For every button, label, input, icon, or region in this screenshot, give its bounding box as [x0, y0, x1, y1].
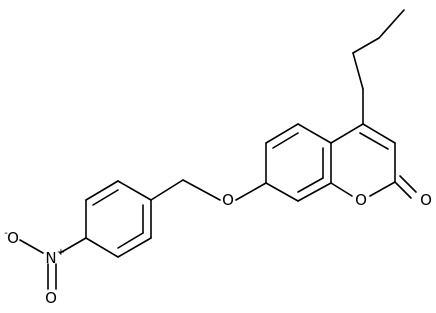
bond-nitrogen-oxygen-top	[19, 239, 44, 254]
ether-linkage	[150, 179, 267, 201]
bond-ar-4	[85, 237, 119, 258]
nitro-group	[19, 237, 87, 290]
bond-c2-carbonyl-double	[399, 175, 417, 193]
bond-ar-5-double	[117, 232, 144, 249]
bond-c2-o1	[369, 181, 396, 197]
coumarin-benzene-ring	[265, 123, 332, 202]
ether-oxygen-label: O	[222, 191, 234, 209]
bond-ar-5	[117, 237, 152, 258]
bond-c8-c8a	[297, 182, 332, 202]
bond-butyl-2	[352, 37, 380, 54]
bond-c4-c3-double	[359, 132, 389, 150]
nitrophenyl-ring	[85, 180, 152, 258]
bond-c8-c8a-double	[297, 177, 324, 193]
bond-ch2-aryl	[150, 179, 184, 201]
bond-c7-oether	[235, 182, 267, 201]
bond-c2-carbonyl	[394, 181, 412, 199]
ring-oxygen-label: O	[355, 191, 367, 209]
bond-butyl-1	[378, 9, 405, 39]
bond-oether-ch2	[182, 179, 221, 201]
carbonyl-oxygen-label: O	[420, 191, 432, 209]
bond-ar-2-double	[92, 189, 119, 206]
bond-c5-c6-double	[272, 132, 299, 149]
bond-ar-nitrogen	[59, 237, 87, 254]
bond-c5-c6	[265, 123, 299, 144]
bond-ar-1	[117, 180, 152, 201]
bond-c4a-c5	[297, 123, 332, 144]
bond-c4a-c4	[330, 123, 364, 144]
butyl-chain	[352, 9, 405, 125]
bond-c7-c8	[265, 182, 299, 202]
bond-butyl-3	[352, 52, 364, 90]
nitrogen-positive-charge: +	[57, 247, 65, 258]
nitro-oxygen-top-label: O	[7, 229, 19, 247]
bond-ar-2	[85, 180, 119, 201]
bond-c4-c3	[362, 123, 396, 144]
nitro-oxygen-bottom-label: O	[45, 289, 57, 307]
bond-o1-c8a	[330, 182, 353, 197]
nitro-nitrogen-label: N	[45, 249, 56, 267]
pyranone-ring	[330, 123, 417, 199]
oxygen-negative-charge: -	[4, 228, 8, 239]
